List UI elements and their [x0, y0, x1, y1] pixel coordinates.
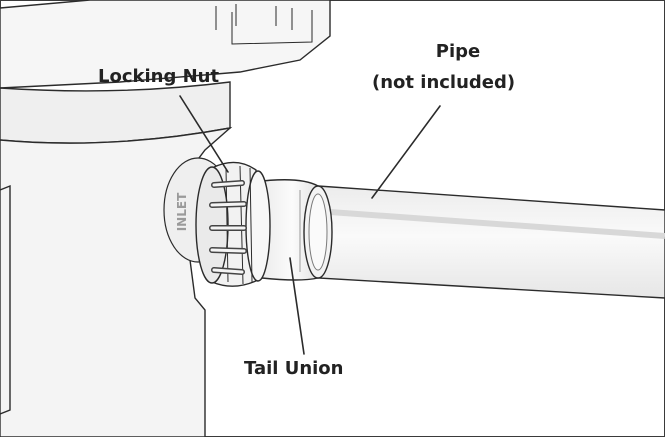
leader-locking-nut: [179, 95, 229, 173]
inlet-marking: INLET: [175, 192, 189, 231]
locking-nut: [195, 161, 271, 287]
leader-tail-union: [289, 257, 305, 355]
leader-pipe: [371, 105, 441, 199]
pipe: [317, 185, 665, 299]
locking-nut-label: Locking Nut: [98, 66, 220, 87]
pipe-note-label: (not included): [372, 72, 516, 93]
leader-lines: [179, 95, 441, 355]
tail-union-label: Tail Union: [244, 358, 344, 379]
tail-union: [253, 179, 333, 281]
pipe-label: Pipe: [435, 41, 481, 62]
